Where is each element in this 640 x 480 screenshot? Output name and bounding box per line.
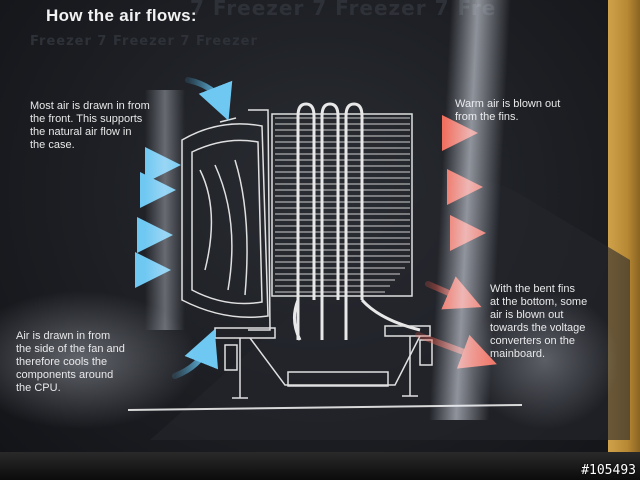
caption-side-intake: Air is drawn in from the side of the fan… [16,330,125,394]
caption-warm-air: Warm air is blown out from the fins. [455,98,561,123]
watermark: #105493 [581,463,636,478]
heatpipes [293,102,421,341]
caption-front-intake: Most air is drawn in from the front. Thi… [30,100,150,151]
intake-arrow-top [185,77,233,121]
box-bottom-edge [0,452,640,480]
cooler-base [214,325,433,399]
intake-arrows [102,77,233,379]
background-brand-text: 7 Freezer 7 Freezer 7 Fre [190,0,497,20]
fan [181,109,271,331]
caption-bent-fins: With the bent fins at the bottom, some a… [490,283,588,360]
background-brand-text-2: Freezer 7 Freezer 7 Freezer [30,34,258,49]
page-title: How the air flows: [46,6,197,25]
heatsink-frame [271,113,413,297]
intake-arrow-side [172,329,219,379]
